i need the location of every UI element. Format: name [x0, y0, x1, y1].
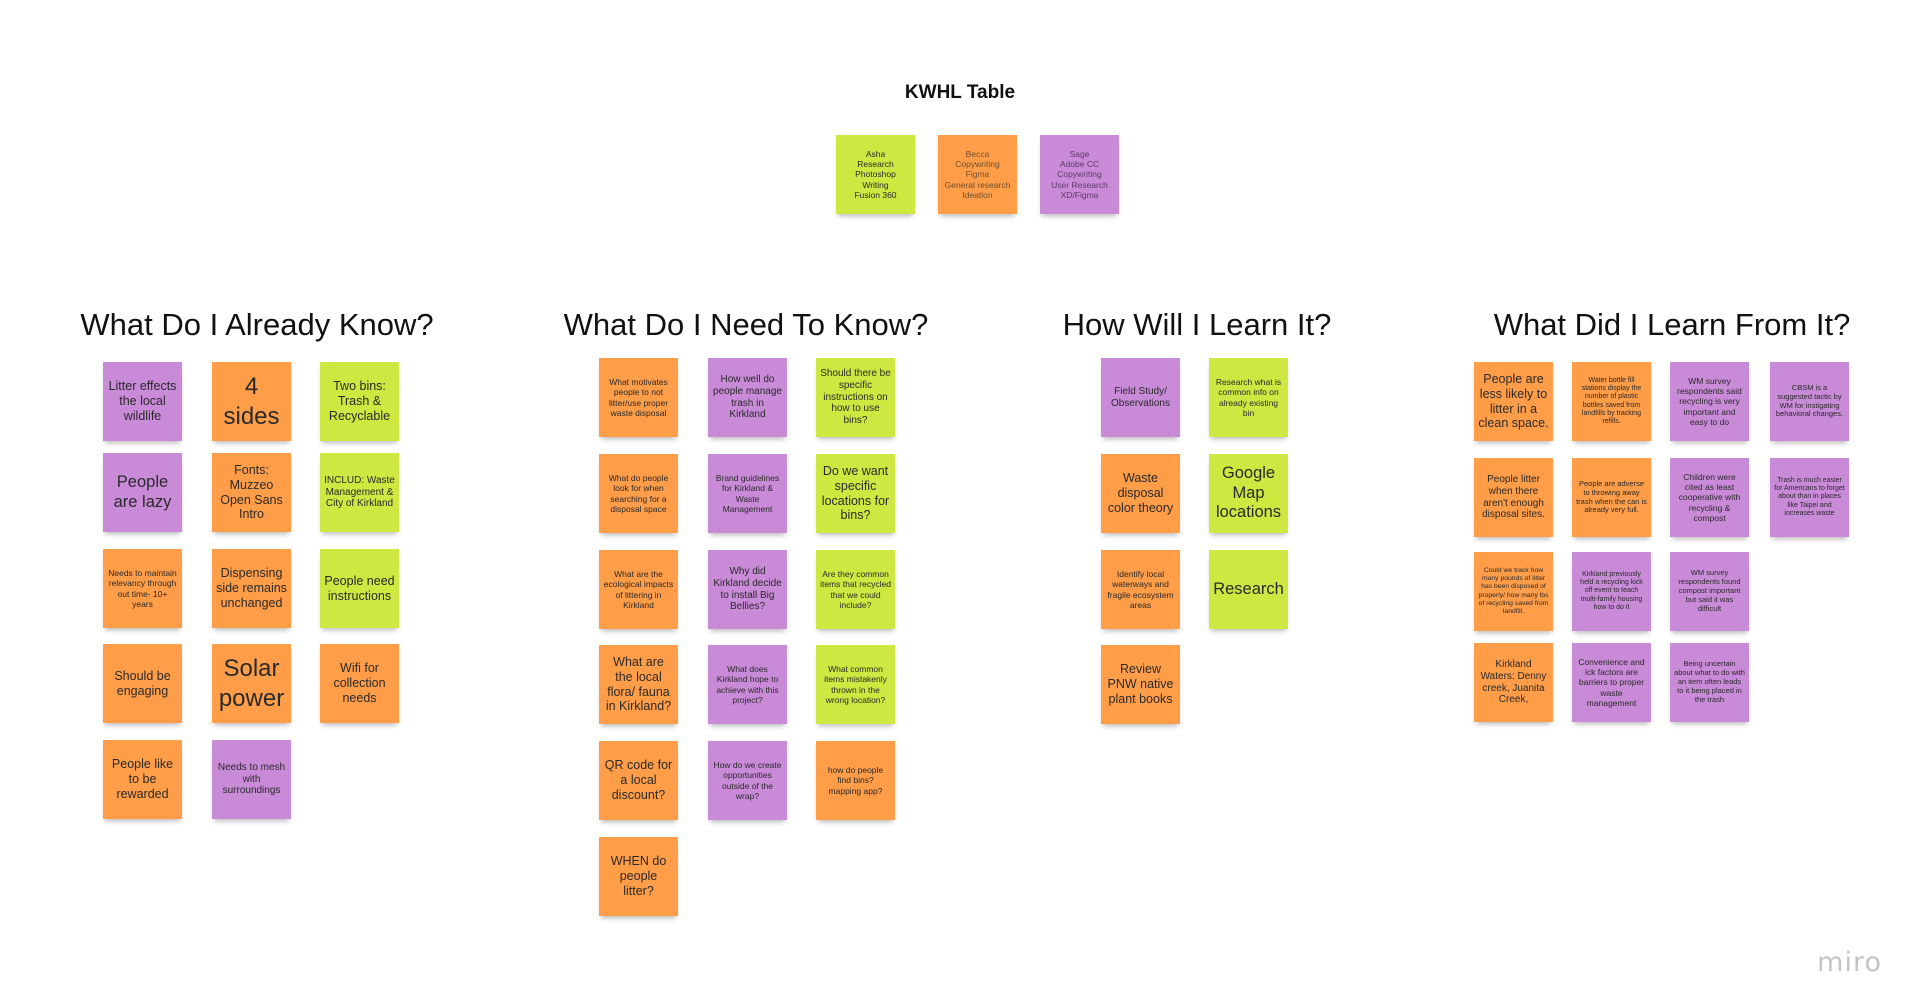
sticky-note[interactable]: Water bottle fill stations display the n…	[1572, 362, 1651, 441]
team-note-becca[interactable]: Becca Copywriting Figma General research…	[938, 135, 1017, 214]
sticky-note[interactable]: Could we track how many pounds of litter…	[1474, 552, 1553, 631]
sticky-note[interactable]: Children were cited as least cooperative…	[1670, 458, 1749, 537]
sticky-note[interactable]: WM survey respondents said recycling is …	[1670, 362, 1749, 441]
sticky-note[interactable]: Should be engaging	[103, 644, 182, 723]
team-note-asha[interactable]: Asha Research Photoshop Writing Fusion 3…	[836, 135, 915, 214]
column-title-need: What Do I Need To Know?	[563, 307, 929, 342]
sticky-note[interactable]: What does Kirkland hope to achieve with …	[708, 645, 787, 724]
sticky-note[interactable]: What common items mistakenly thrown in t…	[816, 645, 895, 724]
sticky-note[interactable]: Do we want specific locations for bins?	[816, 454, 895, 533]
sticky-note[interactable]: how do people find bins? mapping app?	[816, 741, 895, 820]
sticky-note[interactable]: Dispensing side remains unchanged	[212, 549, 291, 628]
sticky-note[interactable]: People are less likely to litter in a cl…	[1474, 362, 1553, 441]
sticky-note[interactable]: Research what is common info on already …	[1209, 358, 1288, 437]
sticky-note[interactable]: QR code for a local discount?	[599, 741, 678, 820]
sticky-note[interactable]: What are the local flora/ fauna in Kirkl…	[599, 645, 678, 724]
sticky-note[interactable]: Solar power	[212, 644, 291, 723]
sticky-note[interactable]: Kirkland Waters: Denny creek, Juanita Cr…	[1474, 643, 1553, 722]
sticky-note[interactable]: People are adverse to throwing away tras…	[1572, 458, 1651, 537]
sticky-note[interactable]: People like to be rewarded	[103, 740, 182, 819]
miro-logo: miro	[1817, 947, 1882, 978]
sticky-note[interactable]: Needs to maintain relevancy through out …	[103, 549, 182, 628]
sticky-note[interactable]: Why did Kirkland decide to install Big B…	[708, 550, 787, 629]
sticky-note[interactable]: Waste disposal color theory	[1101, 454, 1180, 533]
sticky-note[interactable]: Should there be specific instructions on…	[816, 358, 895, 437]
sticky-note[interactable]: Brand guidelines for Kirkland & Waste Ma…	[708, 454, 787, 533]
sticky-note[interactable]: How well do people manage trash in Kirkl…	[708, 358, 787, 437]
sticky-note[interactable]: How do we create opportunities outside o…	[708, 741, 787, 820]
team-note-sage[interactable]: Sage Adobe CC Copywriting User Research …	[1040, 135, 1119, 214]
sticky-note[interactable]: Two bins: Trash & Recyclable	[320, 362, 399, 441]
sticky-note[interactable]: Trash is much easier for Americans to fo…	[1770, 458, 1849, 537]
sticky-note[interactable]: Convenience and ick factors are barriers…	[1572, 643, 1651, 722]
sticky-note[interactable]: Litter effects the local wildlife	[103, 362, 182, 441]
sticky-note[interactable]: Google Map locations	[1209, 454, 1288, 533]
sticky-note[interactable]: People are lazy	[103, 453, 182, 532]
sticky-note[interactable]: People litter when there aren't enough d…	[1474, 458, 1553, 537]
sticky-note[interactable]: Being uncertain about what to do with an…	[1670, 643, 1749, 722]
sticky-note[interactable]: Are they common items that recycled that…	[816, 550, 895, 629]
sticky-note[interactable]: CBSM is a suggested tactic by WM for ins…	[1770, 362, 1849, 441]
sticky-note[interactable]: Wifi for collection needs	[320, 644, 399, 723]
column-title-know: What Do I Already Know?	[80, 307, 434, 342]
sticky-note[interactable]: WM survey respondents found compost impo…	[1670, 552, 1749, 631]
sticky-note[interactable]: WHEN do people litter?	[599, 837, 678, 916]
board-title: KWHL Table	[904, 82, 1016, 103]
sticky-note[interactable]: Needs to mesh with surroundings	[212, 740, 291, 819]
sticky-note[interactable]: People need instructions	[320, 549, 399, 628]
sticky-note[interactable]: Fonts: Muzzeo Open Sans Intro	[212, 453, 291, 532]
sticky-note[interactable]: What are the ecological impacts of litte…	[599, 550, 678, 629]
sticky-note[interactable]: Field Study/ Observations	[1101, 358, 1180, 437]
column-title-learned: What Did I Learn From It?	[1493, 307, 1851, 342]
sticky-note[interactable]: What do people look for when searching f…	[599, 454, 678, 533]
sticky-note[interactable]: Review PNW native plant books	[1101, 645, 1180, 724]
sticky-note[interactable]: What motivates people to not litter/use …	[599, 358, 678, 437]
sticky-note[interactable]: Identify local waterways and fragile eco…	[1101, 550, 1180, 629]
sticky-note[interactable]: Research	[1209, 550, 1288, 629]
sticky-note[interactable]: INCLUD: Waste Management & City of Kirkl…	[320, 453, 399, 532]
column-title-how: How Will I Learn It?	[1062, 307, 1332, 342]
sticky-note[interactable]: Kirkland previously held a recycling kic…	[1572, 552, 1651, 631]
sticky-note[interactable]: 4 sides	[212, 362, 291, 441]
